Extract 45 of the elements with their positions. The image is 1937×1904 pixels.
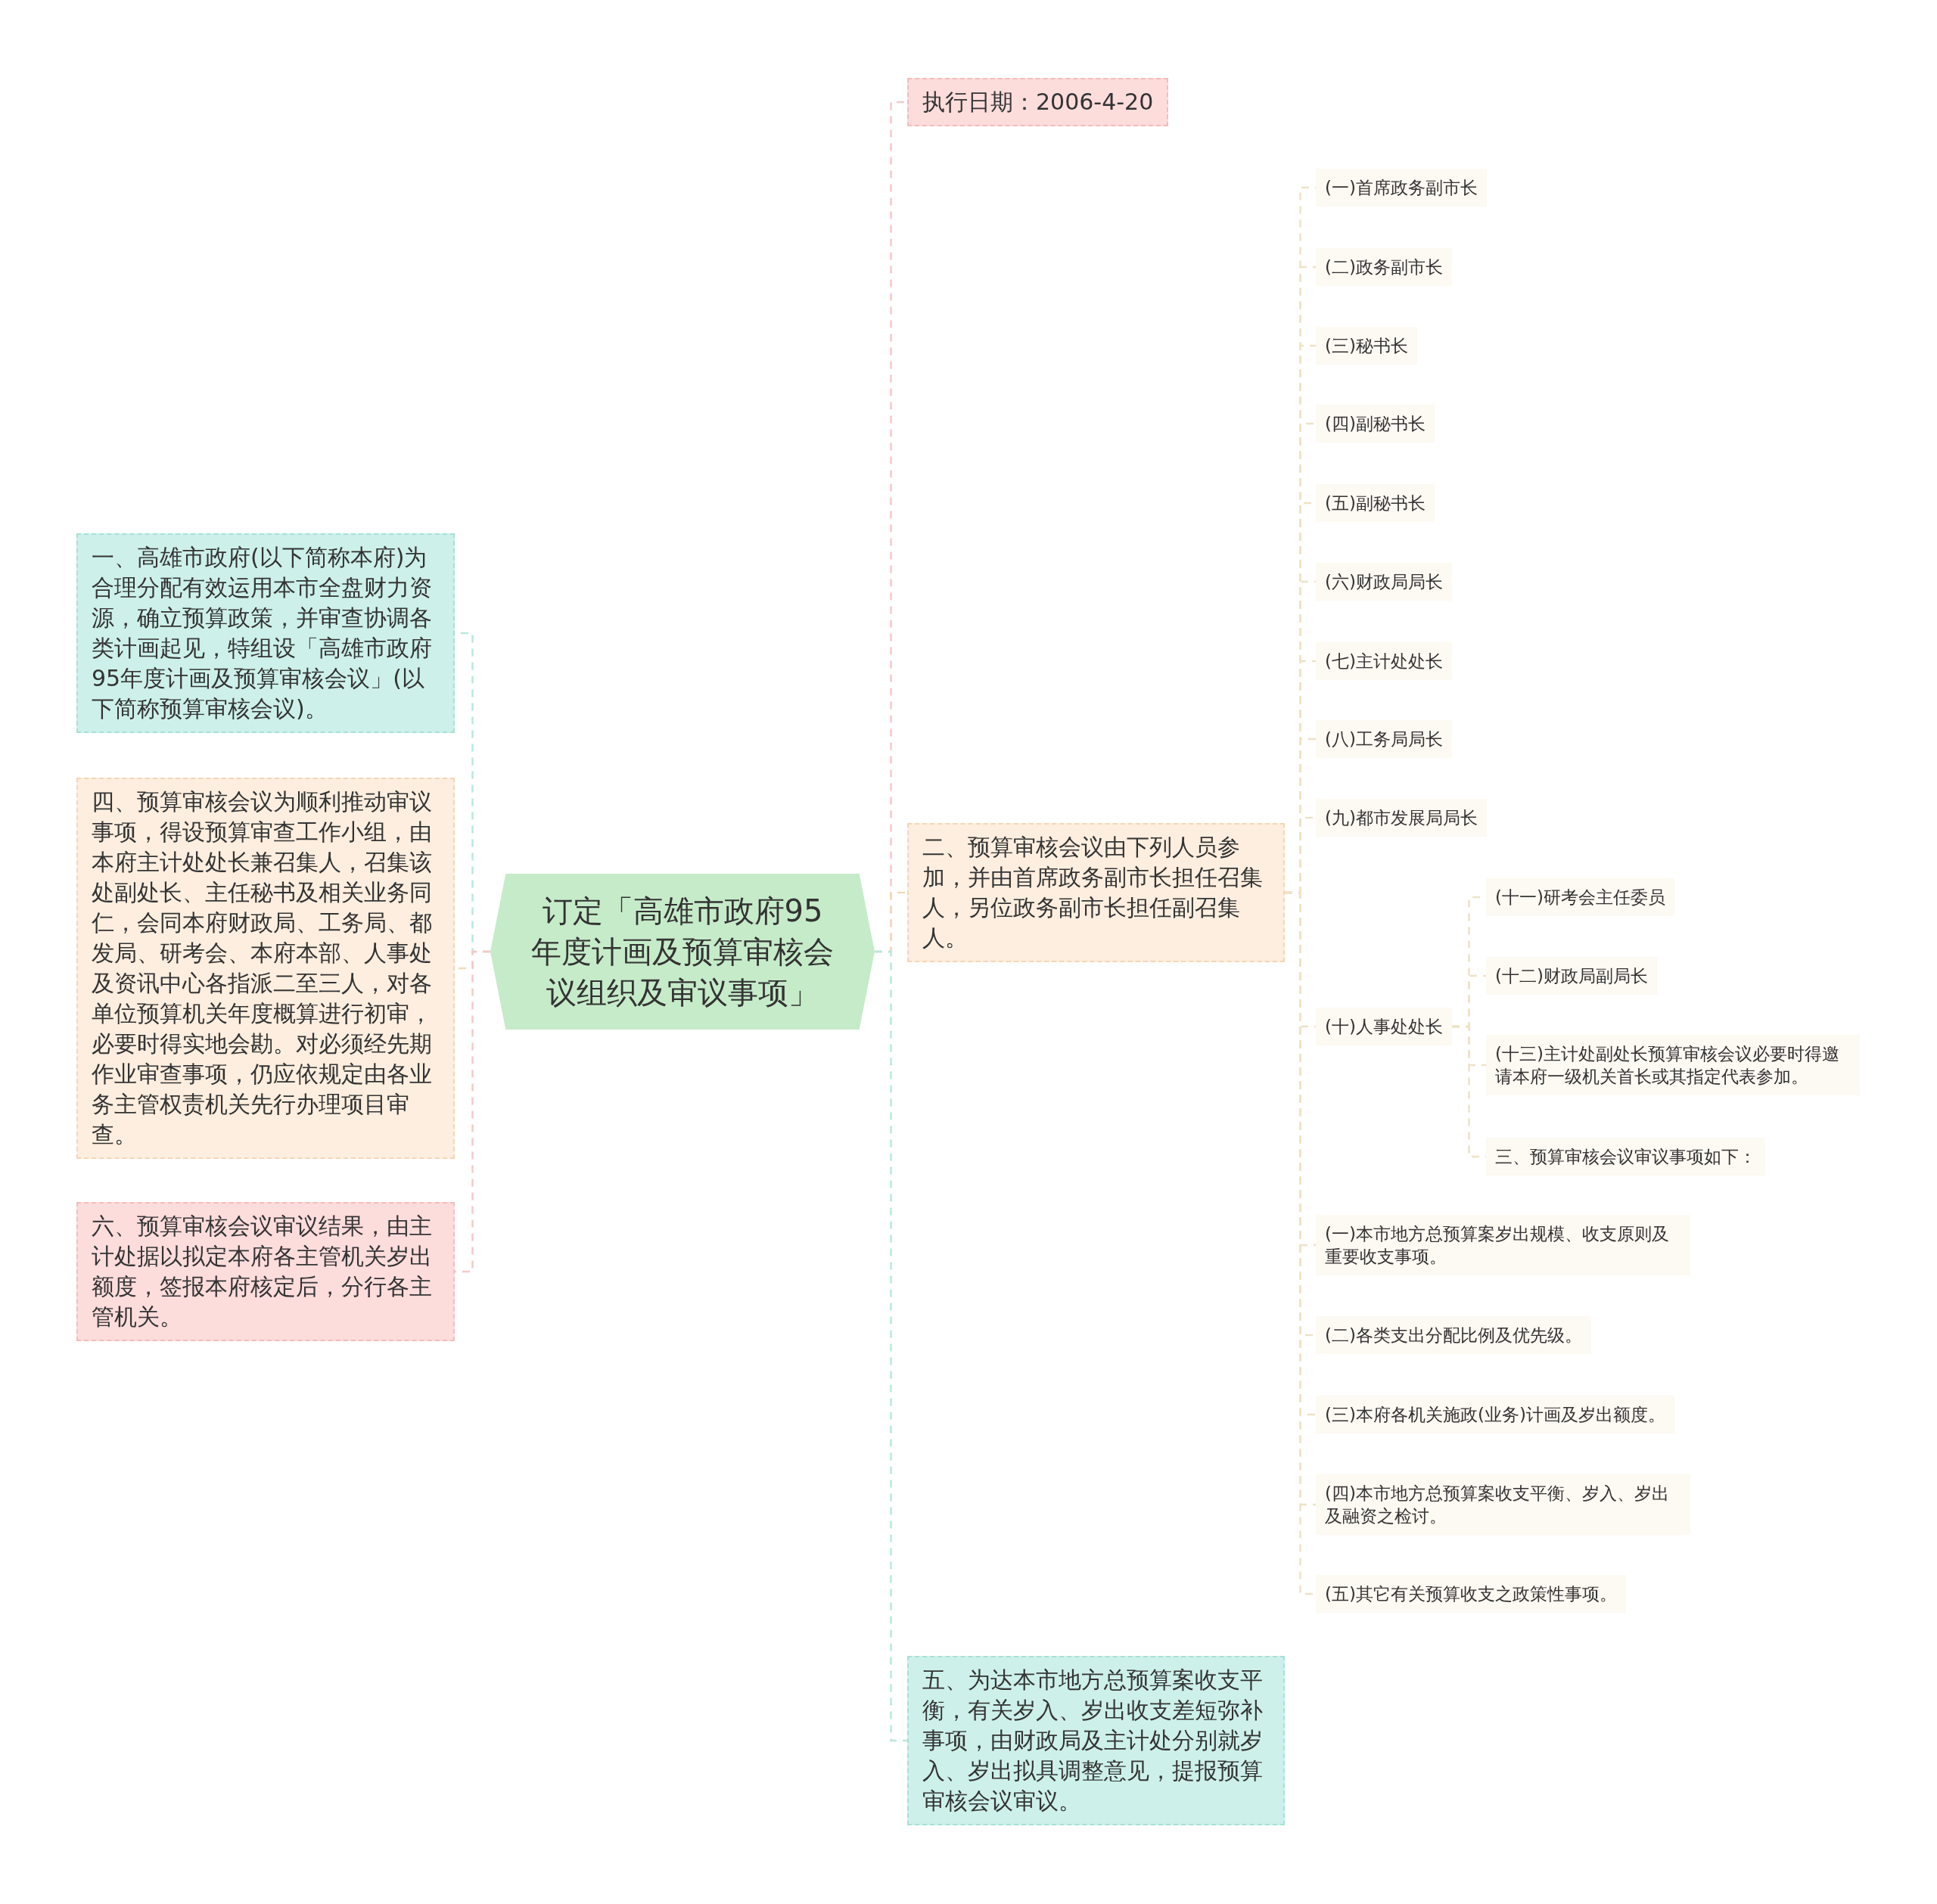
topic-text: (四)本市地方总预算案收支平衡、岁入、岁出及融资之检讨。: [1325, 1483, 1670, 1527]
topic-text: (二)政务副市长: [1325, 256, 1443, 278]
topic-text: 三、预算审核会议审议事项如下：: [1495, 1146, 1756, 1168]
subtopic-box: [1316, 1008, 1452, 1045]
topic-text: 订定「高雄市政府95年度计画及预算审核会议组织及审议事项」: [530, 893, 835, 1011]
topic-text: (三)本府各机关施政(业务)计画及岁出额度。: [1325, 1404, 1665, 1426]
topic-text: (一)首席政务副市长: [1325, 177, 1478, 199]
topic-text: (三)秘书长: [1325, 335, 1408, 357]
topic-text: (十一)研考会主任委员: [1495, 887, 1665, 909]
subtopic-box: [1316, 169, 1487, 207]
topic-text: (九)都市发展局局长: [1325, 807, 1478, 829]
topic-text: (五)其它有关预算收支之政策性事项。: [1325, 1583, 1617, 1605]
topic-text: (二)各类支出分配比例及优先级。: [1325, 1325, 1582, 1346]
topic-text: 四、预算审核会议为顺利推动审议事项，得设预算审查工作小组，由本府主计处处长兼召集人，召集该处副处长、主任秘书及相关业务同仁，会同本府财政局、工务局、都发局、研考会、本府本部、人事处及资讯中心各指派二至三人，对各单位预算机关年度概算进行初审，必要时得实地会勘。对必须经先期作业审查事项，仍应依规定由各业务主管权责机关先行办理项目审查。: [92, 787, 433, 1149]
topic-text: (十)人事处处长: [1325, 1016, 1443, 1038]
topic-box: [907, 1656, 1285, 1825]
subtopic-box: [1316, 720, 1452, 758]
topic-box: [907, 78, 1169, 126]
topic-text: 五、为达本市地方总预算案收支平衡，有关岁入、岁出收支差短弥补事项，由财政局及主计处分别就岁入、岁出拟具调整意见，提报预算审核会议审议。: [922, 1666, 1264, 1815]
subtopic-box: [1316, 1215, 1690, 1275]
topic-text: (十二)财政局副局长: [1495, 965, 1648, 987]
subtopic-box: [1486, 1035, 1860, 1095]
topic-text: (七)主计处处长: [1325, 651, 1443, 672]
subtopic-box: [1316, 1474, 1690, 1535]
topic-text: (一)本市地方总预算案岁出规模、收支原则及重要收支事项。: [1325, 1223, 1670, 1268]
topic-text: (十三)主计处副处长预算审核会议必要时得邀请本府一级机关首长或其指定代表参加。: [1495, 1043, 1840, 1088]
topic-text: (六)财政局局长: [1325, 571, 1443, 593]
subtopic-box: [1316, 563, 1452, 601]
topic-box: [76, 533, 455, 733]
subtopic-box: [1486, 1138, 1765, 1176]
topic-text: (五)副秘书长: [1325, 492, 1426, 514]
subtopic-box: [1486, 957, 1657, 995]
topic-text: 二、预算审核会议由下列人员参加，并由首席政务副市长担任召集人，另位政务副市长担任副召集人。: [922, 833, 1264, 952]
topic-text: 六、预算审核会议审议结果，由主计处据以拟定本府各主管机关岁出额度，签报本府核定后，分行各主管机关。: [92, 1212, 433, 1331]
subtopic-box: [1316, 327, 1417, 365]
subtopic-box: [1316, 248, 1452, 286]
topic-text: 执行日期：2006-4-20: [922, 88, 1154, 116]
topic-box: [907, 823, 1285, 962]
topic-text: (八)工务局局长: [1325, 728, 1443, 750]
subtopic-box: [1316, 1396, 1674, 1433]
connector-line: [875, 950, 907, 1742]
topic-text: (四)副秘书长: [1325, 413, 1426, 435]
topic-text: 一、高雄市政府(以下简称本府)为合理分配有效运用本市全盘财力资源，确立预算政策，并审查协调各类计画起见，特组设「高雄市政府95年度计画及预算审核会议」(以下简称预算审核会议)。: [92, 543, 433, 723]
subtopic-box: [1316, 642, 1452, 680]
topic-box: [76, 1202, 455, 1341]
